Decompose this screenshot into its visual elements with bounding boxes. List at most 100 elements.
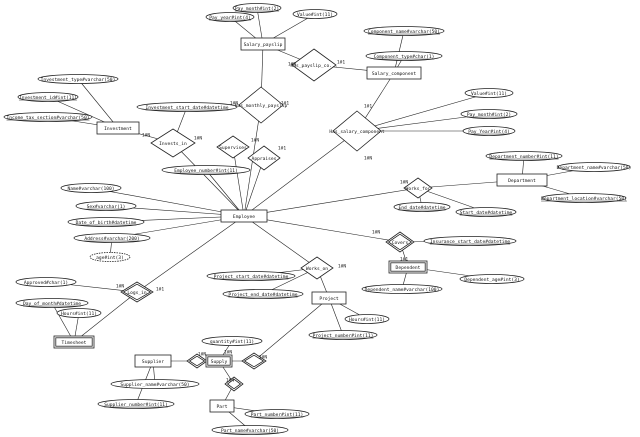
attribute-day_of_month[interactable]: Day_of_month#datetime — [15, 298, 89, 308]
connector-employee-works_for — [243, 187, 419, 217]
entity-employee[interactable]: Employee — [220, 209, 268, 223]
attribute-date_of_birth[interactable]: Date_of_birth#datetime — [67, 217, 145, 227]
attribute-label: Component_name#varchar(50) — [368, 29, 440, 35]
attribute-ellipse — [557, 162, 631, 172]
attribute-label: Address#varchar(200) — [84, 236, 139, 242]
attribute-sc_pay_month[interactable]: Pay_month#int(2) — [460, 109, 518, 119]
entity-department[interactable]: Department — [496, 173, 548, 187]
attribute-ellipse — [460, 109, 518, 119]
relationship-works_for[interactable]: Works_for — [403, 177, 433, 199]
relationship-supervises[interactable]: Supervises — [216, 135, 250, 159]
entity-box-inner — [55, 337, 93, 347]
attribute-sc_pay_year[interactable]: Pay_Year#int(4) — [462, 126, 516, 136]
relationship-logs_in[interactable]: Logs_in — [120, 281, 154, 303]
attribute-approved[interactable]: Approved#char(1) — [15, 277, 77, 287]
attribute-label: Employee_number#int(11) — [174, 168, 238, 174]
attribute-end_date[interactable]: End_date#datetime — [393, 202, 451, 212]
relationship-appraises[interactable]: Appraises — [247, 145, 281, 171]
relationship-works_on[interactable]: Works_on — [300, 256, 334, 280]
attribute-ellipse — [37, 74, 119, 84]
attribute-department_location[interactable]: Department_location#varchar(50) — [541, 193, 627, 203]
connector-supply_project-project — [253, 297, 330, 362]
relationship-has_salary_component[interactable]: Has_salary_component — [329, 110, 385, 152]
attribute-label: Project_start_date#datetime — [214, 274, 289, 280]
attribute-ellipse — [73, 233, 151, 243]
attribute-label: Sex#varchar(1) — [87, 204, 126, 210]
attribute-investment_type[interactable]: Investment_type#varchar(50) — [37, 74, 119, 84]
attribute-label: Date_of_birth#datetime — [76, 220, 137, 226]
attribute-ellipse — [206, 271, 296, 281]
attribute-pay_month[interactable]: Pay_month#int(2) — [232, 3, 282, 13]
attribute-employee_number[interactable]: Employee_number#int(11) — [161, 165, 251, 175]
attribute-ellipse — [3, 112, 93, 122]
attribute-ellipse — [541, 193, 627, 203]
attribute-label: Pay_month#int(2) — [235, 6, 279, 12]
relationships: Has_payslip_co...Has_monthly_payslipInve… — [120, 48, 433, 392]
relationship-supplier_supply[interactable] — [186, 353, 208, 369]
attribute-ellipse — [201, 336, 263, 346]
attribute-supplier_number[interactable]: Supplier_number#int(11) — [97, 399, 175, 409]
relationship-has_payslip_component[interactable]: Has_payslip_co... — [290, 48, 338, 82]
attribute-dependent_age[interactable]: Dependent_age#int(3) — [459, 274, 525, 284]
attribute-address[interactable]: Address#varchar(200) — [73, 233, 151, 243]
cardinality-label: 1#1 — [364, 104, 373, 110]
attribute-hours[interactable]: Hours#int(11) — [56, 308, 102, 318]
attribute-name[interactable]: Name#varchar(100) — [60, 183, 122, 193]
attribute-value[interactable]: Value#int(11) — [292, 9, 338, 19]
attribute-supplier_name[interactable]: Supplier_name#varchar(50) — [110, 379, 200, 389]
attribute-investment_start_date[interactable]: Investment_start_date#datetime — [136, 102, 238, 112]
entity-box — [496, 173, 548, 187]
attribute-project_number[interactable]: Project_number#int(11) — [308, 330, 378, 340]
entity-supplier[interactable]: Supplier — [134, 354, 172, 368]
relationship-supply_project[interactable] — [241, 352, 267, 370]
attribute-age[interactable]: age#int(3) — [89, 252, 131, 262]
attribute-ellipse — [97, 399, 175, 409]
attribute-label: Income_tax_section#varchar(50) — [7, 115, 90, 121]
attribute-label: Pay_month#int(2) — [467, 112, 511, 118]
attribute-label: Hours#int(11) — [61, 311, 97, 317]
attribute-investment_id[interactable]: Investment_id#int(11) — [17, 92, 79, 102]
attribute-component_type[interactable]: Component_type#char(1) — [365, 51, 443, 61]
entity-label: Part — [216, 404, 227, 410]
relationship-has_monthly_payslip[interactable]: Has_monthly_payslip — [235, 86, 288, 124]
attribute-sex[interactable]: Sex#varchar(1) — [75, 201, 137, 211]
attribute-sc_value[interactable]: Value#int(11) — [464, 88, 514, 98]
relationship-invests_in[interactable]: Invests_in — [150, 128, 196, 158]
entity-supply[interactable]: Supply — [205, 354, 233, 368]
relationship-label: Works_on — [306, 266, 328, 272]
attribute-ellipse — [455, 207, 517, 217]
attribute-component_name[interactable]: Component_name#varchar(50) — [363, 26, 445, 36]
entity-timesheet[interactable]: Timesheet — [53, 335, 95, 349]
attribute-ellipse — [15, 277, 77, 287]
attribute-part_name[interactable]: Part_name#varchar(50) — [211, 425, 289, 435]
attribute-insurance_start_date[interactable]: Insurance_start_date#datetime — [423, 236, 517, 246]
relationship-label: Covers — [392, 240, 409, 246]
entity-dependent[interactable]: Dependent — [388, 260, 428, 274]
attribute-department_number[interactable]: Department_number#int(11) — [485, 151, 563, 161]
attribute-department_name[interactable]: Department_name#varchar(50) — [557, 162, 632, 172]
entity-project[interactable]: Project — [311, 291, 347, 305]
attribute-pay_year[interactable]: Pay_year#int(4) — [205, 12, 255, 22]
cardinality-label: 1#N — [288, 62, 297, 68]
entity-part[interactable]: Part — [209, 399, 235, 413]
relationship-covers[interactable]: Covers — [385, 231, 415, 253]
connector-invests_in-employee — [172, 142, 245, 217]
attribute-project_end_date[interactable]: Project_end_date#datetime — [222, 289, 304, 299]
entity-box — [311, 291, 347, 305]
relationship-part_supply[interactable] — [224, 376, 244, 392]
attribute-proj_hours[interactable]: Hours#int(11) — [344, 314, 390, 324]
entity-salary_payslip[interactable]: Salary_payslip — [240, 37, 286, 51]
attribute-income_tax_section[interactable]: Income_tax_section#varchar(50) — [3, 112, 93, 122]
entity-investment[interactable]: Investment — [96, 121, 140, 135]
attribute-quantity[interactable]: quantity#int(11) — [201, 336, 263, 346]
relationship-diamond — [150, 128, 196, 158]
attribute-project_start_date[interactable]: Project_start_date#datetime — [206, 271, 296, 281]
cardinality-label: 1#N — [338, 264, 347, 270]
attribute-dependent_name[interactable]: Dependent_name#varchar(100) — [361, 284, 443, 294]
attribute-start_date[interactable]: Start_date#datetime — [455, 207, 517, 217]
cardinality-label: 1#1 — [400, 257, 409, 263]
attribute-label: Supplier_number#int(11) — [104, 402, 168, 408]
entity-salary_component[interactable]: Salary_component — [366, 66, 422, 80]
attribute-part_number[interactable]: Part_number#int(11) — [244, 409, 310, 419]
